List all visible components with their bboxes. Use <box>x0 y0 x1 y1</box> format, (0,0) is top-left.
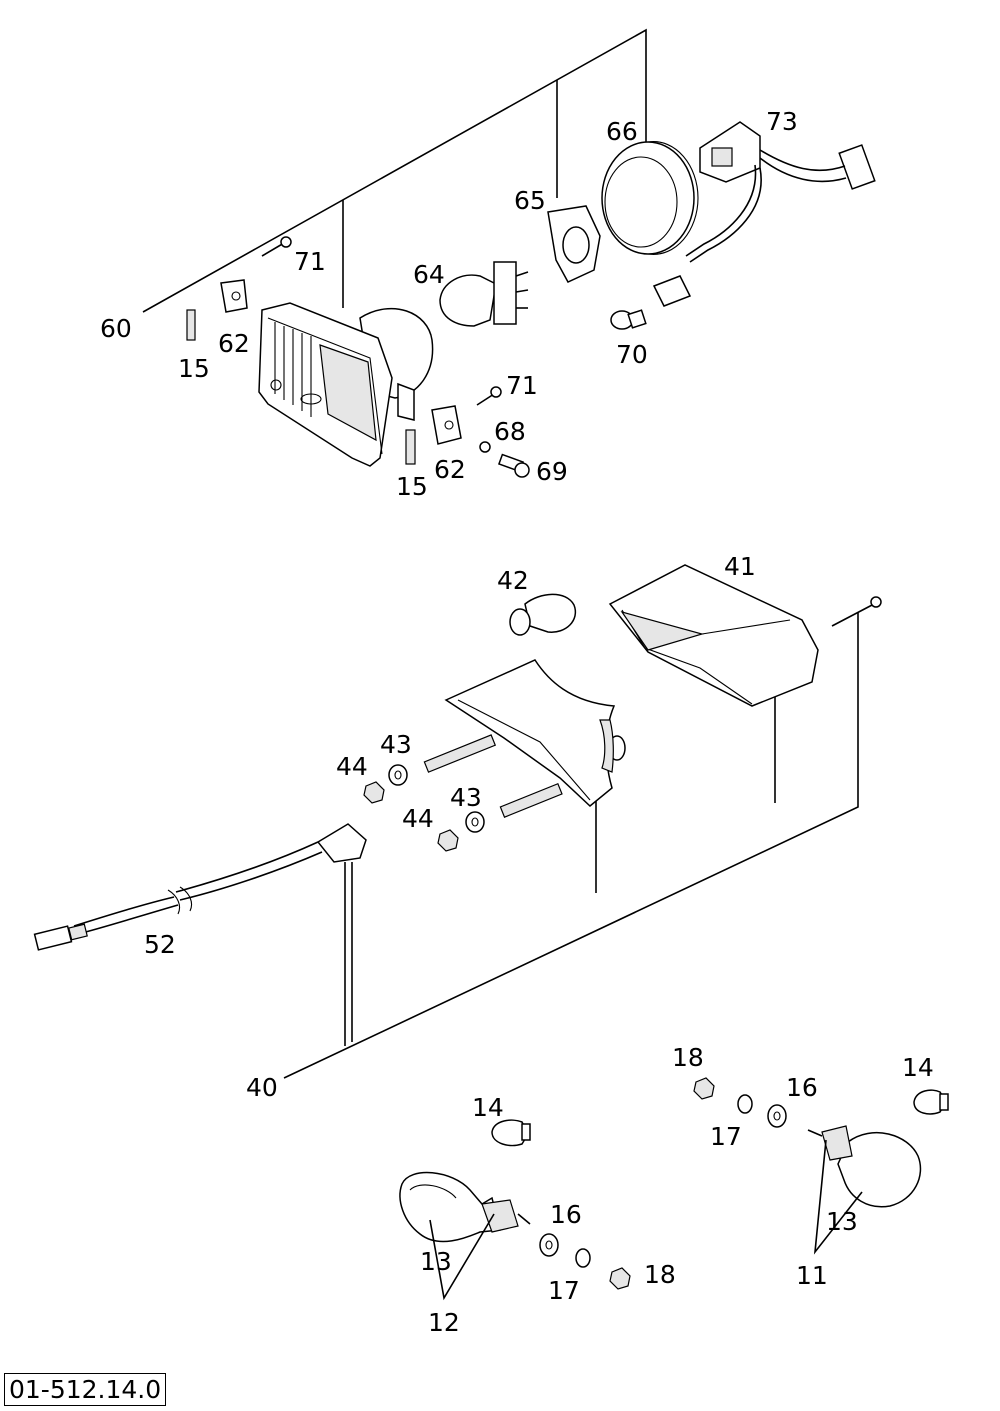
label-42: 42 <box>497 566 529 595</box>
label-66: 66 <box>606 117 638 146</box>
label-71-lower: 71 <box>506 371 538 400</box>
retainer-65 <box>547 205 601 283</box>
nut-18-left <box>609 1267 631 1290</box>
bulb-70 <box>610 275 692 330</box>
nut-18-right <box>693 1077 715 1100</box>
reference-code: 01-512.14.0 <box>4 1373 167 1406</box>
label-13-left: 13 <box>420 1247 452 1276</box>
label-14-left: 14 <box>472 1093 504 1122</box>
label-16-left: 16 <box>550 1200 582 1229</box>
washer-17-right <box>737 1094 753 1114</box>
label-60: 60 <box>100 314 132 343</box>
label-14-right: 14 <box>902 1053 934 1082</box>
taillight-housing <box>444 659 626 807</box>
label-62-upper: 62 <box>218 329 250 358</box>
label-18-left: 18 <box>644 1260 676 1289</box>
stud-lower <box>499 782 563 818</box>
indicator-right <box>807 1125 922 1208</box>
connector-73 <box>685 121 876 263</box>
washer-43-upper <box>388 764 408 786</box>
label-71-upper: 71 <box>294 247 326 276</box>
label-17-left: 17 <box>548 1276 580 1305</box>
label-11: 11 <box>796 1261 828 1290</box>
bracket-62-lower <box>431 405 462 445</box>
lens-41 <box>608 564 819 707</box>
pin-15-upper <box>186 309 196 341</box>
washer-17-left <box>575 1248 591 1268</box>
taillight-group <box>33 564 882 1079</box>
nut-44-lower <box>437 829 459 852</box>
screw-41 <box>831 596 882 627</box>
cap-66 <box>601 141 699 255</box>
label-17-right: 17 <box>710 1122 742 1151</box>
label-18-right: 18 <box>672 1043 704 1072</box>
headlight-housing <box>258 302 434 467</box>
label-16-right: 16 <box>786 1073 818 1102</box>
leader-40 <box>283 612 859 1079</box>
bracket-62-upper <box>220 279 248 313</box>
label-44-lower: 44 <box>402 804 434 833</box>
label-73: 73 <box>766 107 798 136</box>
leader-11 <box>813 1139 863 1255</box>
label-64: 64 <box>413 260 445 289</box>
label-70: 70 <box>616 340 648 369</box>
label-15-lower: 15 <box>396 472 428 501</box>
label-68: 68 <box>494 417 526 446</box>
pin-15-lower <box>405 429 416 465</box>
screw-71-lower <box>476 386 502 406</box>
screw-71-upper <box>261 236 292 257</box>
leader-12 <box>429 1213 495 1301</box>
label-13-right: 13 <box>826 1207 858 1236</box>
label-43-lower: 43 <box>450 783 482 812</box>
nut-44-upper <box>363 781 385 804</box>
washer-43-lower <box>465 811 485 833</box>
washer-16-right <box>767 1104 787 1128</box>
bulb-14-left <box>491 1119 531 1147</box>
label-52: 52 <box>144 930 176 959</box>
washer-16-left <box>539 1233 559 1257</box>
label-15-upper: 15 <box>178 354 210 383</box>
label-69: 69 <box>536 457 568 486</box>
bulb-64 <box>439 261 529 327</box>
bulb-42 <box>509 593 577 636</box>
label-43-upper: 43 <box>380 730 412 759</box>
label-44-upper: 44 <box>336 752 368 781</box>
label-40: 40 <box>246 1073 278 1102</box>
stud-upper <box>423 734 497 773</box>
leader-60 <box>142 28 647 313</box>
harness-52 <box>33 823 367 951</box>
bolt-69 <box>497 453 530 478</box>
label-62-lower: 62 <box>434 455 466 484</box>
bulb-14-right <box>913 1089 949 1115</box>
part-labels: 60 62 15 71 64 65 66 73 70 71 68 69 62 1… <box>100 107 934 1337</box>
label-12: 12 <box>428 1308 460 1337</box>
label-41: 41 <box>724 552 756 581</box>
headlight-group <box>142 28 876 478</box>
label-65: 65 <box>514 186 546 215</box>
indicators-group <box>399 1077 949 1301</box>
indicator-left <box>399 1171 531 1243</box>
washer-68 <box>479 441 491 453</box>
